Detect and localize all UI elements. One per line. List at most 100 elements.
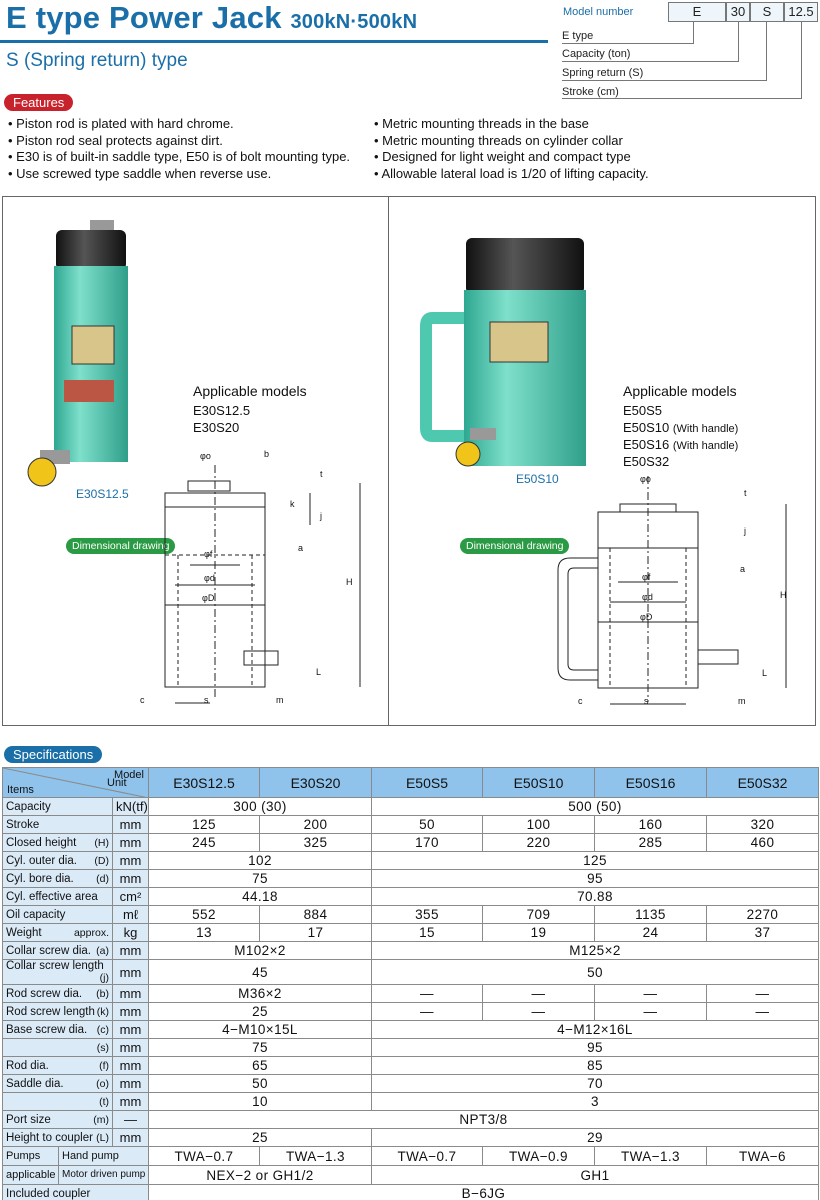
table-row: Collar screw dia.(a) mm M102×2 M125×2 <box>2 941 819 960</box>
specifications-table: Model Items Unit E30S12.5 E30S20 E50S5 E… <box>2 767 819 1200</box>
table-cell: 125 <box>148 815 260 834</box>
table-cell: 29 <box>371 1128 819 1147</box>
model-column-header: E30S12.5 <box>148 767 260 798</box>
row-unit: kN(tf) <box>112 797 149 816</box>
row-unit: mm <box>112 984 149 1003</box>
row-label: Saddle dia.(o) <box>2 1074 113 1093</box>
connector-line <box>562 61 739 62</box>
table-cell: 4−M12×16L <box>371 1020 819 1039</box>
table-cell: 220 <box>482 833 595 852</box>
table-cell: 285 <box>594 833 707 852</box>
feature-item: Piston rod seal protects against dirt. <box>8 133 350 150</box>
table-cell: 85 <box>371 1056 819 1075</box>
table-cell: M102×2 <box>148 941 372 960</box>
model-legend-capacity: Capacity (ton) <box>562 48 631 60</box>
row-label: Collar screw length(j) <box>2 959 113 985</box>
row-unit: — <box>112 1110 149 1129</box>
row-unit: mm <box>112 1020 149 1039</box>
table-cell: TWA−6 <box>706 1146 819 1166</box>
dim-label: s <box>204 695 209 705</box>
dim-label: L <box>762 668 767 678</box>
table-cell: — <box>594 984 707 1003</box>
table-row: Closed height(H) mm 245 325 170 220 285 … <box>2 833 819 852</box>
dimensional-drawing-badge: Dimensional drawing <box>66 538 176 554</box>
applicable-model: E30S20 <box>193 420 240 435</box>
table-cell: 25 <box>148 1002 372 1021</box>
row-unit: mm <box>112 833 149 852</box>
table-row: Height to coupler(L) mm 25 29 <box>2 1128 819 1147</box>
model-column-header: E50S5 <box>371 767 483 798</box>
dim-label: k <box>290 499 295 509</box>
jack-photo-e50 <box>420 238 586 467</box>
table-cell: 37 <box>706 923 819 942</box>
row-label: Cyl. outer dia.(D) <box>2 851 113 870</box>
table-cell: — <box>706 1002 819 1021</box>
row-unit: kg <box>112 923 149 942</box>
table-cell: 50 <box>371 815 483 834</box>
table-cell: 75 <box>148 869 372 888</box>
row-label: Base screw dia.(c) <box>2 1020 113 1039</box>
dim-label: c <box>578 696 583 706</box>
pumps-group-label: Pumps <box>4 1147 59 1165</box>
table-header-row: Model Items Unit E30S12.5 E30S20 E50S5 E… <box>2 767 819 798</box>
row-label: (s) <box>2 1038 113 1057</box>
dim-label: m <box>738 696 746 706</box>
applicable-models-heading: Applicable models <box>193 383 307 399</box>
table-row: Oil capacity mℓ 552 884 355 709 1135 227… <box>2 905 819 924</box>
dim-label: j <box>743 526 746 536</box>
table-row: (t) mm 10 3 <box>2 1092 819 1111</box>
table-cell: 70 <box>371 1074 819 1093</box>
row-unit: cm² <box>112 887 149 906</box>
dim-label: φd <box>204 573 215 583</box>
row-label: Rod dia.(f) <box>2 1056 113 1075</box>
table-cell: 50 <box>148 1074 372 1093</box>
specifications-badge: Specifications <box>4 746 103 763</box>
dim-label: φf <box>204 549 213 559</box>
row-label: Rod screw dia.(b) <box>2 984 113 1003</box>
dim-label: j <box>319 511 322 521</box>
table-row: Base screw dia.(c) mm 4−M10×15L 4−M12×16… <box>2 1020 819 1039</box>
connector-line <box>562 98 802 99</box>
pumps-group-label-2: applicable <box>4 1166 59 1184</box>
table-cell: 4−M10×15L <box>148 1020 372 1039</box>
dim-label: a <box>298 543 303 553</box>
feature-item: E30 is of built-in saddle type, E50 is o… <box>8 149 350 166</box>
dim-label: t <box>320 469 323 479</box>
connector-line <box>693 22 694 44</box>
feature-item: Metric mounting threads on cylinder coll… <box>374 133 649 150</box>
model-part-spring: S <box>750 2 784 22</box>
table-row: applicable Motor driven pump NEX−2 or GH… <box>2 1165 819 1185</box>
row-label: Port size(m) <box>2 1110 113 1129</box>
row-label: Collar screw dia.(a) <box>2 941 113 960</box>
table-cell: — <box>482 984 595 1003</box>
table-cell: 709 <box>482 905 595 924</box>
table-cell: TWA−0.9 <box>482 1146 595 1166</box>
table-cell: 125 <box>371 851 819 870</box>
dim-label: φo <box>640 474 651 484</box>
table-cell: 160 <box>594 815 707 834</box>
table-cell: 65 <box>148 1056 372 1075</box>
table-cell: 460 <box>706 833 819 852</box>
table-cell: 45 <box>148 959 372 985</box>
table-row: Cyl. outer dia.(D) mm 102 125 <box>2 851 819 870</box>
table-cell: TWA−1.3 <box>594 1146 707 1166</box>
table-row: Port size(m) — NPT3/8 <box>2 1110 819 1129</box>
connector-line <box>801 22 802 99</box>
table-cell: NPT3/8 <box>148 1110 819 1129</box>
model-part-capacity: 30 <box>726 2 750 22</box>
table-row: Rod screw length(k) mm 25 — — — — <box>2 1002 819 1021</box>
table-cell: 500 (50) <box>371 797 819 816</box>
table-cell: — <box>706 984 819 1003</box>
row-label: Height to coupler(L) <box>2 1128 113 1147</box>
jack-photo-e30 <box>27 220 128 487</box>
header-corner-cell: Model Items Unit <box>2 767 149 798</box>
row-unit: mm <box>112 1128 149 1147</box>
table-row: Saddle dia.(o) mm 50 70 <box>2 1074 819 1093</box>
dim-label: H <box>780 590 787 600</box>
row-unit: mm <box>112 1056 149 1075</box>
header-model-label: Model <box>114 769 144 781</box>
table-row: Stroke mm 125 200 50 100 160 320 <box>2 815 819 834</box>
table-cell: 95 <box>371 869 819 888</box>
feature-item: Use screwed type saddle when reverse use… <box>8 166 350 183</box>
